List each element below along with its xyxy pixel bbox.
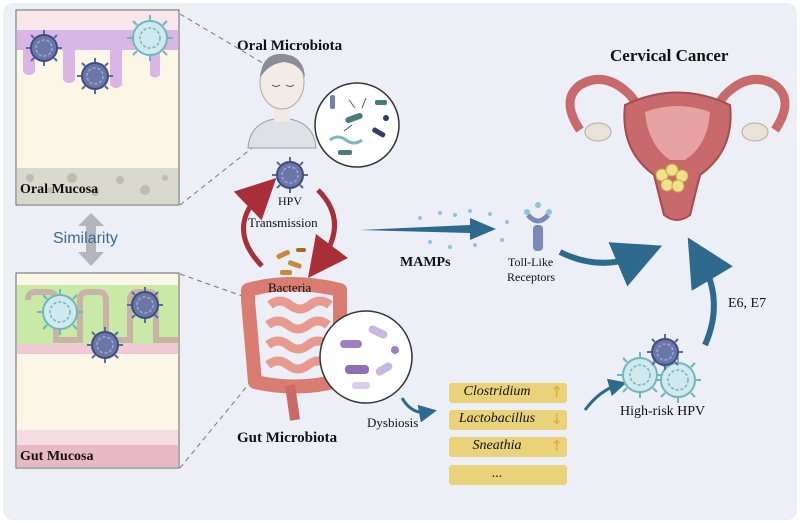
bacteria-name: Sneathia — [472, 438, 522, 453]
transmission-label: Transmission — [248, 215, 318, 230]
virus-icon — [86, 326, 124, 364]
virus-icon — [126, 286, 164, 324]
trend-up-icon: ↑ — [550, 383, 563, 401]
high-risk-hpv-label: High-risk HPV — [620, 404, 706, 419]
uterus-icon — [565, 74, 790, 221]
bacteria-name: ... — [491, 466, 503, 481]
virus-icon — [36, 288, 84, 336]
oral-bacteria-icon — [314, 82, 400, 168]
cervical-cancer-label: Cervical Cancer — [610, 46, 729, 65]
tlr-label-line2: Receptors — [507, 270, 555, 284]
virus-icon — [25, 29, 63, 67]
mamps-label: MAMPs — [400, 255, 451, 270]
tlr-label-line1: Toll-Like — [508, 255, 554, 269]
list-item: Lactobacillus ↓ — [449, 410, 567, 430]
similarity-arrow — [78, 213, 104, 266]
gut-mucosa-panel — [15, 272, 180, 469]
virus-icon — [126, 14, 174, 62]
mamps-arrow — [360, 218, 496, 240]
list-item: ... — [449, 465, 567, 485]
gut-microbiota-label: Gut Microbiota — [237, 430, 338, 446]
oral-mucosa-panel — [15, 9, 180, 206]
head-icon — [247, 53, 317, 149]
e6-e7-label: E6, E7 — [728, 296, 767, 311]
bacteria-name: Lactobacillus — [458, 411, 536, 426]
dysbiosis-arrow — [400, 397, 437, 423]
oral-microbiota-label: Oral Microbiota — [237, 38, 343, 54]
trend-down-icon: ↓ — [550, 410, 563, 428]
e6-e7-arrow — [687, 237, 733, 347]
toll-like-receptor-icon — [524, 202, 552, 251]
list-item: Sneathia ↑ — [449, 437, 567, 457]
tlr-to-cancer-arrow — [558, 242, 663, 287]
gut-mucosa-label: Gut Mucosa — [20, 449, 94, 464]
list-item: Clostridium ↑ — [449, 383, 567, 403]
bacteria-name: Clostridium — [463, 384, 531, 399]
transmission-arrow-up — [233, 178, 277, 268]
hpv-virus-icon — [271, 156, 309, 194]
list-to-hpv-arrow — [583, 378, 627, 411]
similarity-label: Similarity — [53, 230, 118, 247]
trend-up-icon: ↑ — [550, 437, 563, 455]
transmission-arrow-down — [308, 188, 348, 279]
bacteria-label: Bacteria — [268, 280, 312, 295]
gut-bacteria-icon — [319, 310, 413, 404]
oral-mucosa-label: Oral Mucosa — [20, 182, 99, 197]
virus-icon — [76, 57, 114, 95]
dysbiosis-label: Dysbiosis — [367, 415, 419, 430]
hpv-label: HPV — [278, 194, 303, 208]
bacteria-icon — [276, 248, 306, 275]
